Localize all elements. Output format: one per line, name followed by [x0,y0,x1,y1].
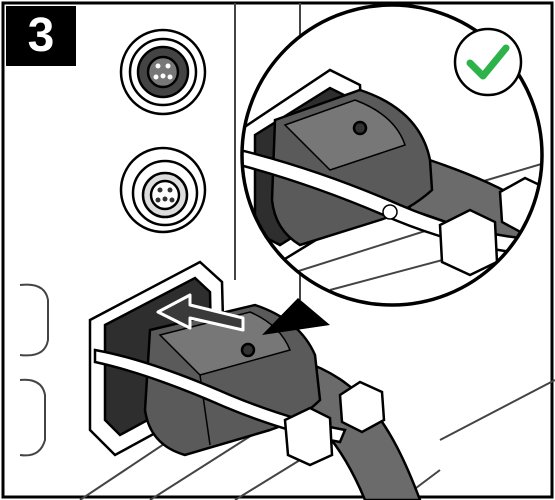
retaining-clip [93,348,386,467]
step-number-badge: 3 [6,6,76,66]
insert-arrow [156,293,245,332]
step-number: 3 [27,9,55,62]
circular-connector-top [119,28,207,116]
checkmark-icon [453,27,523,97]
circular-connector-middle [119,146,207,234]
callout-pointer [262,298,330,335]
